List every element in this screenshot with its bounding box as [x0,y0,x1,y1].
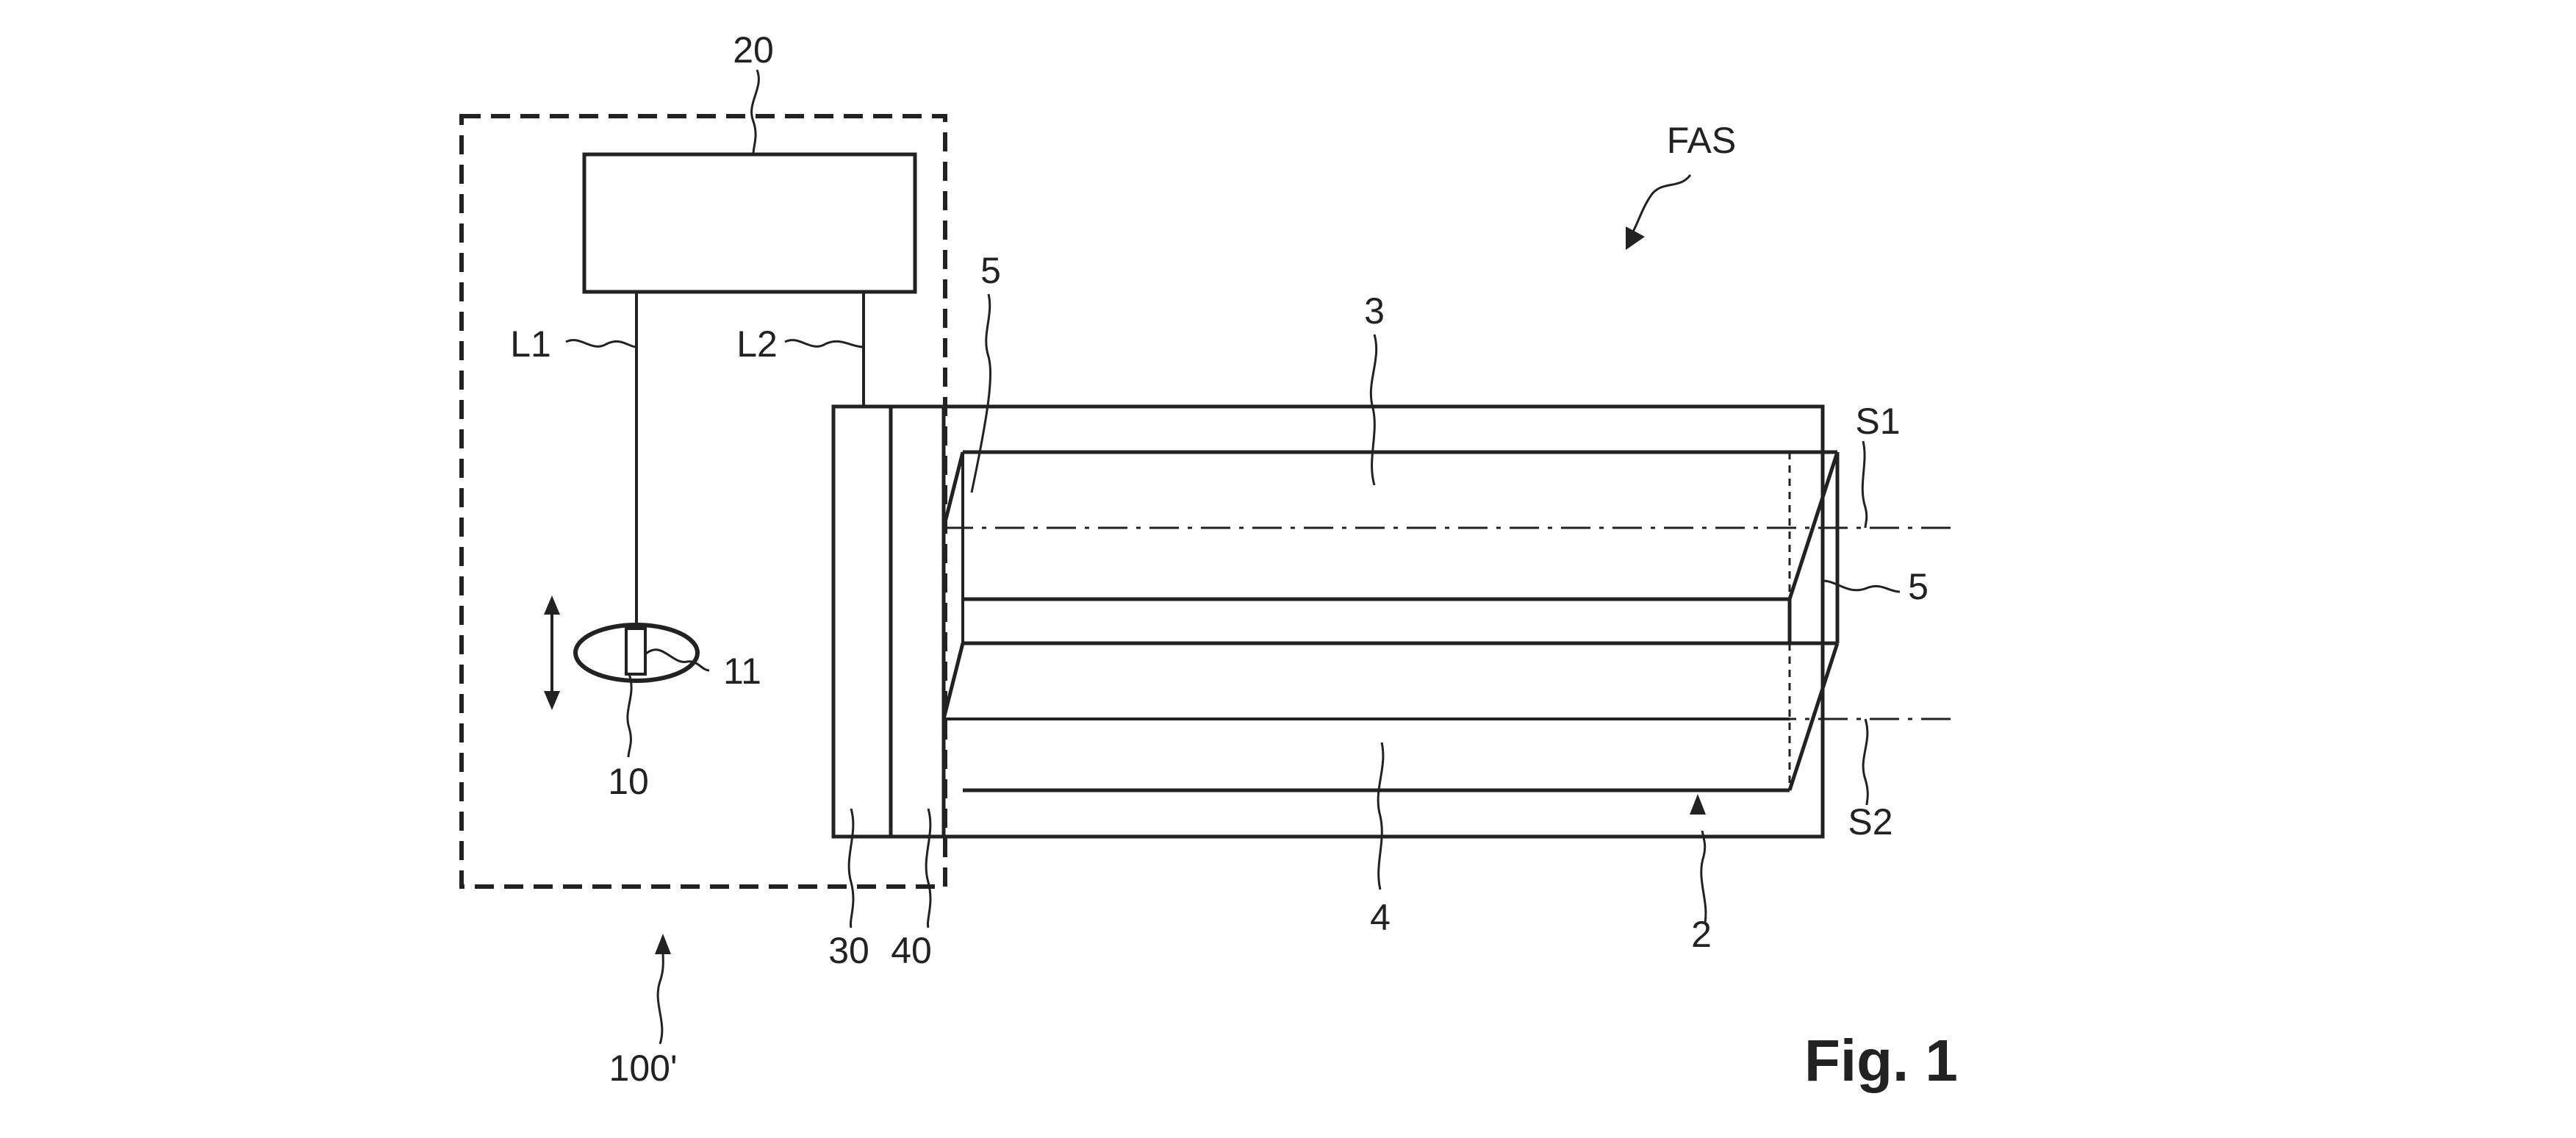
leader-4 [1377,742,1385,890]
movement-double-arrow-icon [544,595,560,710]
lower-chamber-prism [941,643,1840,792]
arrow-2-icon [1690,794,1707,923]
leader-40 [925,808,932,928]
label-5-left: 5 [980,250,1001,291]
label-3: 3 [1364,290,1385,332]
outer-housing [831,404,1825,839]
label-30: 30 [828,930,869,971]
control-unit-box [582,152,917,294]
figure-caption: Fig. 1 [1804,1028,1958,1093]
label-2: 2 [1691,914,1712,955]
label-l1: L1 [510,323,551,365]
label-20: 20 [733,29,774,71]
label-40: 40 [891,930,932,971]
leader-11 [644,648,710,672]
leader-s1 [1861,440,1868,529]
label-fas: FAS [1667,120,1736,161]
leader-5-left [970,293,992,493]
leader-l1 [565,339,637,348]
label-5-right: 5 [1908,566,1929,607]
label-s2: S2 [1848,801,1892,842]
leader-5-right [1822,579,1901,593]
leader-30 [847,808,855,928]
upper-chamber-prism [941,450,1840,645]
arrow-fas-icon [1626,174,1692,250]
label-10: 10 [608,761,649,802]
arrow-100-icon [655,934,671,1045]
label-l2: L2 [736,323,778,365]
label-4: 4 [1370,897,1391,938]
label-100: 100' [609,1048,678,1089]
operating-element-ellipse [573,623,700,683]
label-11: 11 [723,651,761,692]
leader-3 [1369,334,1378,486]
leader-10 [626,673,633,758]
system-boundary [459,114,947,889]
leader-l2 [784,339,864,348]
leader-20 [750,69,760,155]
operating-element-notch [625,627,647,676]
label-s1: S1 [1855,401,1900,442]
leader-s2 [1862,718,1869,806]
